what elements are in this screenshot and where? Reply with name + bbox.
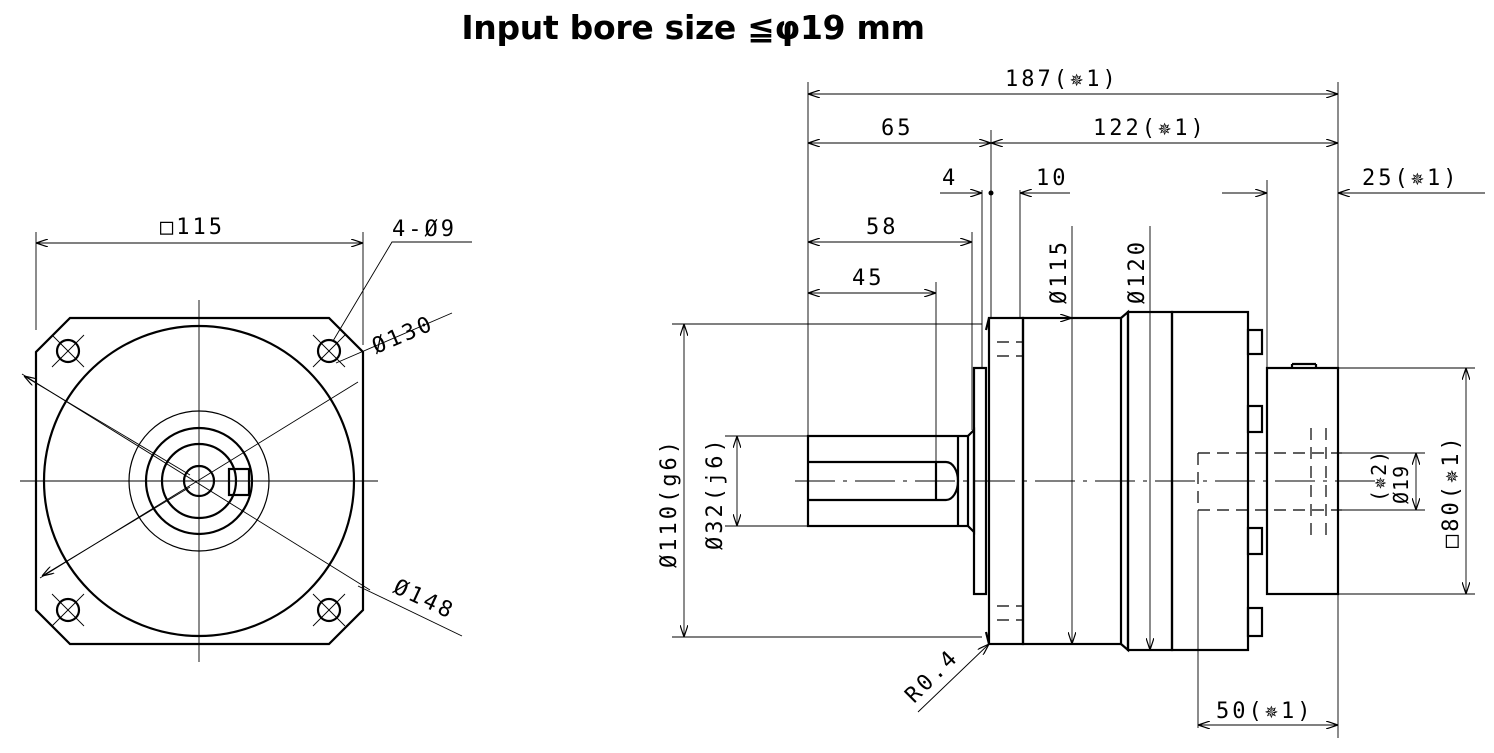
mounting-hole bbox=[51, 334, 85, 368]
motor-sq-label: □80(✵1) bbox=[1439, 434, 1464, 548]
key-end-label: 58 bbox=[866, 215, 899, 240]
mounting-hole bbox=[312, 334, 346, 368]
shaft-key bbox=[227, 467, 251, 497]
dia115-label: Ø115 bbox=[1047, 239, 1072, 304]
spigot-dim-label: 10 bbox=[1036, 166, 1069, 191]
flange-dim-label: 4 bbox=[942, 166, 958, 191]
bore-dia-label: Ø19 bbox=[1389, 465, 1413, 504]
pcd-dim-label: Ø130 bbox=[369, 311, 439, 359]
adapter-dim-label: 25(✵1) bbox=[1362, 166, 1459, 191]
square-dim-label: □115 bbox=[160, 215, 225, 240]
overall-dim-label: 187(✵1) bbox=[1005, 67, 1119, 92]
pilot-dia-label: Ø110(g6) bbox=[657, 438, 682, 568]
dia120-label: Ø120 bbox=[1125, 239, 1150, 304]
body-len-label: 122(✵1) bbox=[1093, 116, 1207, 141]
shaft-len-label: 65 bbox=[881, 116, 914, 141]
motor-len-label: 50(✵1) bbox=[1216, 699, 1313, 724]
mounting-hole bbox=[312, 593, 346, 627]
mounting-hole bbox=[51, 593, 85, 627]
side-view: 187(✵1) 65 122(✵1) 4 10 25(✵1) 58 45 Ø11… bbox=[657, 67, 1485, 738]
shaft-dia-label: Ø32(j6) bbox=[703, 436, 728, 550]
bore-note-label: (✵2) bbox=[1367, 450, 1391, 502]
holes-dim-label: 4-Ø9 bbox=[392, 217, 457, 242]
key-len-label: 45 bbox=[852, 266, 885, 291]
page-title: Input bore size ≦φ19 mm bbox=[461, 8, 925, 47]
front-view: □115 4-Ø9 Ø130 Ø148 bbox=[20, 215, 472, 662]
